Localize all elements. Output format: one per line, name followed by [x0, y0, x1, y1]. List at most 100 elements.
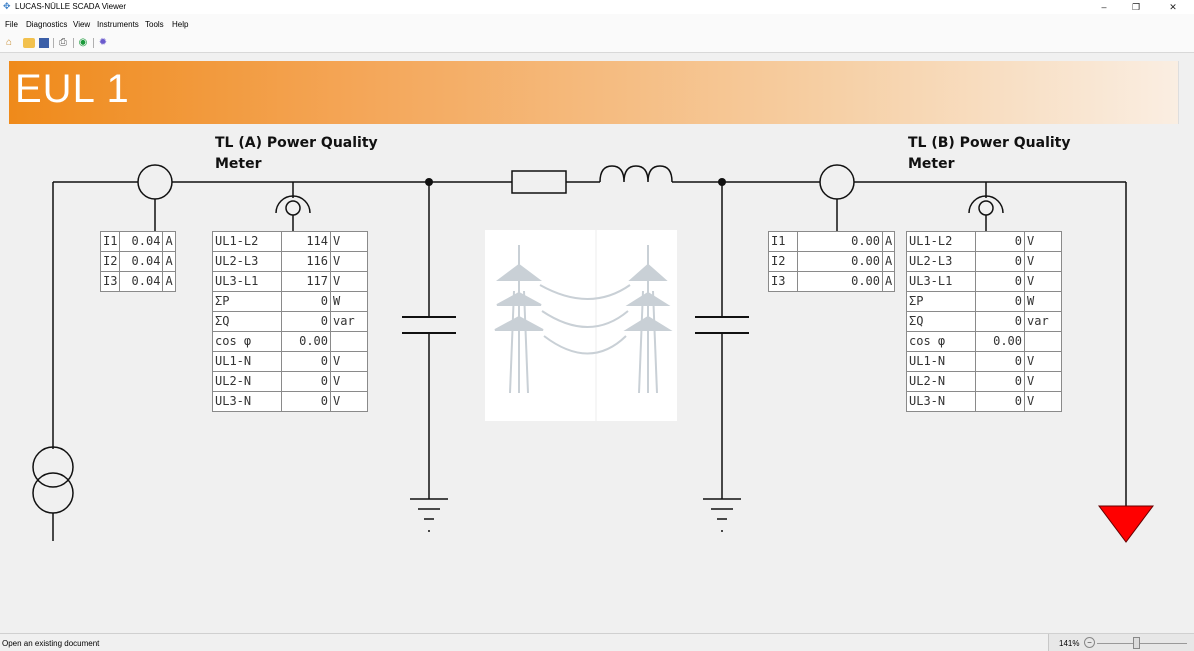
- measurement-unit: V: [330, 251, 368, 272]
- inductor-icon: [599, 165, 673, 183]
- measurement-label: cos φ: [212, 331, 282, 352]
- menu-tools[interactable]: Tools: [145, 20, 164, 29]
- zoom-slider-thumb[interactable]: [1133, 637, 1140, 649]
- current-unit: A: [881, 231, 896, 252]
- current-unit: A: [881, 271, 896, 292]
- current-label: I3: [768, 271, 798, 292]
- meter-b-title: TL (B) Power Quality Meter: [908, 135, 1071, 172]
- ground-dot: [428, 530, 430, 532]
- measurement-unit: V: [330, 351, 368, 372]
- print-icon[interactable]: ⎙: [59, 37, 67, 48]
- measurement-label: cos φ: [906, 331, 976, 352]
- meter-a-title: TL (A) Power Quality Meter: [215, 135, 378, 172]
- measurement-label: UL1-N: [212, 351, 282, 372]
- save-icon[interactable]: [39, 38, 49, 48]
- status-bar: Open an existing document 141% −: [0, 633, 1194, 651]
- measurement-value: 0: [281, 291, 331, 312]
- measurement-unit: V: [330, 271, 368, 292]
- measurement-value: 0: [975, 251, 1025, 272]
- menu-help[interactable]: Help: [172, 20, 189, 29]
- resistor-icon: [511, 170, 567, 194]
- measurement-value: 114: [281, 231, 331, 252]
- transmission-line-image: [485, 230, 677, 421]
- home-icon[interactable]: ⌂: [5, 37, 13, 48]
- voltage-sensor-b-icon: [968, 182, 1004, 231]
- window-title: LUCAS-NÜLLE SCADA Viewer: [15, 2, 127, 11]
- voltage-sensor-a-icon: [275, 182, 311, 231]
- measurement-value: 0: [975, 231, 1025, 252]
- zoom-level: 141%: [1059, 639, 1080, 648]
- page-title: EUL 1: [15, 67, 130, 111]
- measurement-value: 0: [975, 351, 1025, 372]
- open-folder-icon[interactable]: [23, 38, 35, 48]
- zoom-out-button[interactable]: −: [1084, 637, 1095, 648]
- measurement-value: 116: [281, 251, 331, 272]
- restore-button[interactable]: ❐: [1131, 2, 1141, 12]
- measurement-label: ΣQ: [212, 311, 282, 332]
- measurement-label: UL1-L2: [906, 231, 976, 252]
- measurement-value: 0: [281, 371, 331, 392]
- toolbar-separator: [53, 38, 54, 48]
- measurement-unit: var: [1024, 311, 1062, 332]
- zoom-slider-track[interactable]: [1097, 643, 1187, 644]
- capacitor-right-icon: [695, 182, 749, 499]
- menu-file[interactable]: File: [5, 20, 18, 29]
- measurement-label: ΣP: [212, 291, 282, 312]
- measurement-label: UL1-L2: [212, 231, 282, 252]
- measurement-unit: V: [330, 231, 368, 252]
- app-icon: ✥: [3, 1, 11, 11]
- measurement-value: 0: [281, 351, 331, 372]
- measurement-unit: [1024, 331, 1062, 352]
- current-value: 0.04: [119, 231, 164, 252]
- ground-left-icon: [410, 498, 448, 520]
- measurement-label: ΣP: [906, 291, 976, 312]
- current-value: 0.04: [119, 271, 164, 292]
- measurement-label: UL3-N: [212, 391, 282, 412]
- circuit-diagram: [32, 164, 1154, 543]
- menu-diagnostics[interactable]: Diagnostics: [26, 20, 68, 29]
- measurement-label: UL3-L1: [212, 271, 282, 292]
- capacitor-left-icon: [402, 182, 456, 499]
- measurement-value: 0: [975, 271, 1025, 292]
- measurement-unit: [330, 331, 368, 352]
- measurement-label: UL2-L3: [212, 251, 282, 272]
- measurement-value: 0: [975, 371, 1025, 392]
- current-unit: A: [162, 271, 176, 292]
- ground-right-icon: [703, 498, 741, 520]
- zoom-control: 141% −: [1048, 634, 1194, 651]
- measurement-label: UL2-N: [906, 371, 976, 392]
- menu-instruments[interactable]: Instruments: [97, 20, 139, 29]
- run-icon[interactable]: ◉: [78, 37, 88, 48]
- current-value: 0.04: [119, 251, 164, 272]
- toolbar-separator: [93, 38, 94, 48]
- menu-view[interactable]: View: [73, 20, 91, 29]
- measurement-label: UL2-N: [212, 371, 282, 392]
- current-label: I1: [99, 231, 121, 252]
- close-button[interactable]: ✕: [1169, 2, 1177, 12]
- measurement-unit: V: [330, 371, 368, 392]
- measurement-unit: V: [330, 391, 368, 412]
- settings-icon[interactable]: ✹: [98, 37, 108, 48]
- title-bar: ✥ LUCAS-NÜLLE SCADA Viewer – ❐ ✕: [0, 0, 1194, 14]
- measurement-unit: V: [1024, 351, 1062, 372]
- measurement-label: UL3-N: [906, 391, 976, 412]
- current-label: I2: [99, 251, 121, 272]
- minimize-button[interactable]: –: [1101, 2, 1107, 12]
